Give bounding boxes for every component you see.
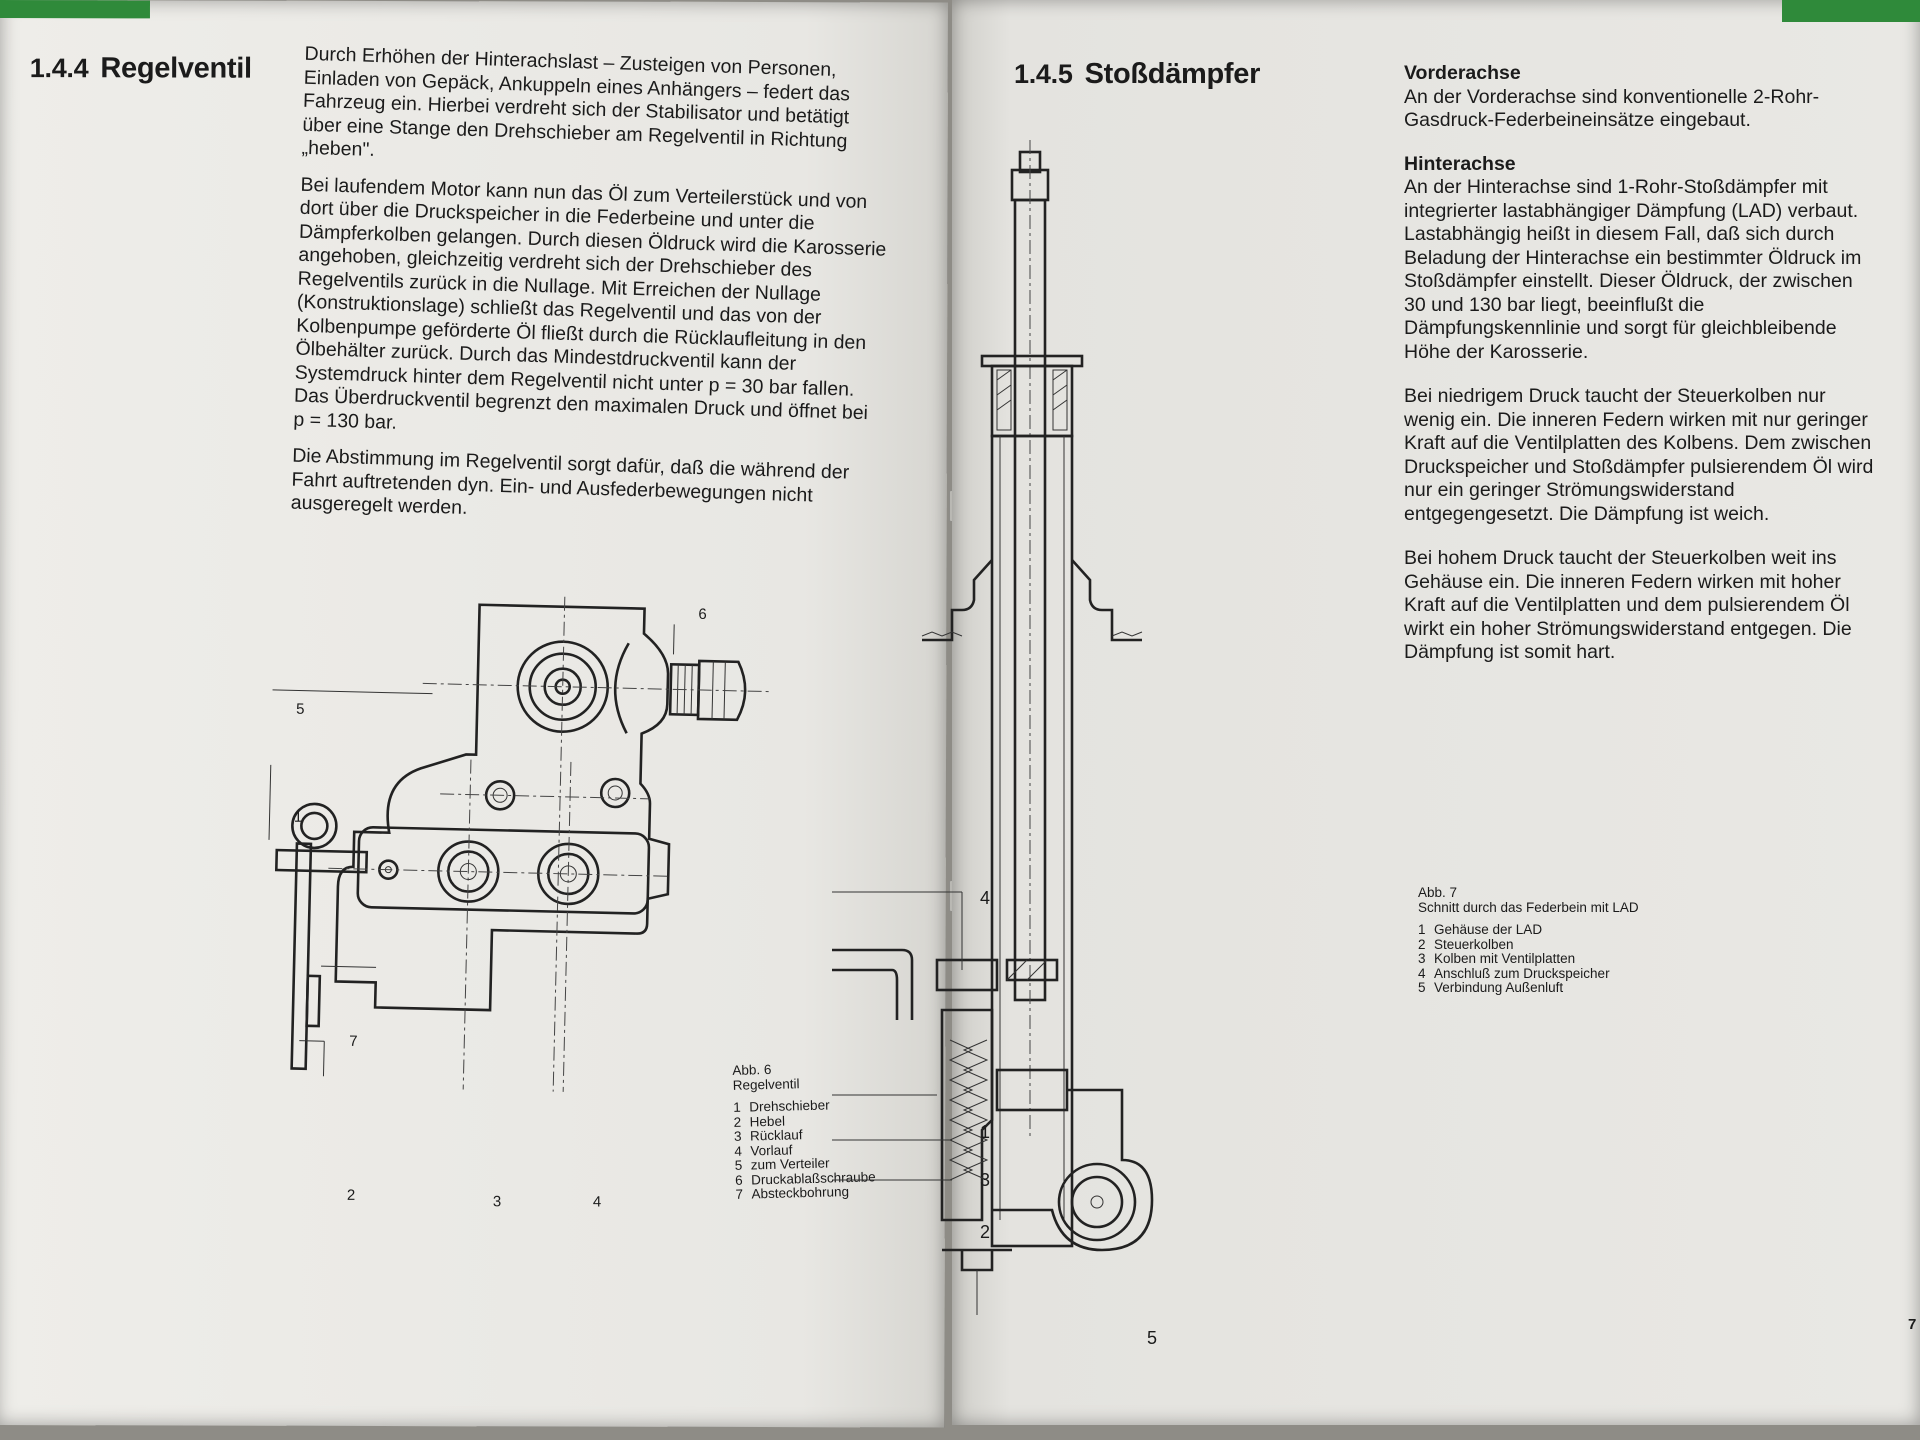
callout-5: 5 [296,700,305,718]
section-number: 1.4.4 [29,53,89,84]
callout-3: 3 [492,1193,502,1211]
section-title: Regelventil [100,52,252,85]
figure-label: Abb. 7 [1418,885,1458,900]
figure-title: Schnitt durch das Federbein mit LAD [1418,899,1639,915]
text-block: Bei niedrigem Druck taucht der Steuerkol… [1404,385,1874,525]
callout-1: 1 [293,808,303,826]
text-block: Lastabhängig heißt in diesem Fall, daß s… [1404,223,1862,363]
section-number: 1.4.5 [1014,59,1073,89]
callout-6: 6 [698,605,707,623]
callout-5: 5 [1147,1328,1158,1348]
callout-2: 2 [980,1222,991,1242]
section-heading-regelventil: 1.4.4 Regelventil [30,52,252,86]
green-strip [1782,0,1920,22]
section-heading-stossdaempfer: 1.4.5 Stoßdämpfer [1014,58,1260,91]
shock-absorber-drawing [832,140,1154,1315]
figure-title: Regelventil [732,1075,800,1093]
paragraph: Bei laufendem Motor kann nun das Öl zum … [293,173,887,434]
paragraph: Die Abstimmung im Regelventil sorgt dafü… [290,444,850,519]
section-title: Stoßdämpfer [1084,58,1261,90]
callout-7: 7 [349,1032,358,1050]
text-block: Bei hohem Druck taucht der Steuerkolben … [1404,547,1852,663]
callout-2: 2 [346,1186,356,1204]
paragraph: Durch Erhöhen der Hinterachslast – Zuste… [301,42,851,161]
page-number: 7 [1908,1316,1917,1333]
figure-caption-abb7: Abb. 7 Schnitt durch das Federbein mit L… [1418,885,1639,996]
body-text-regelventil: Durch Erhöhen der Hinterachslast – Zuste… [290,43,895,546]
callout-4: 4 [592,1193,602,1211]
callout-4: 4 [980,888,991,908]
green-strip [0,0,150,19]
callout-1: 1 [980,1122,991,1142]
regelventil-drawing [268,596,773,1092]
callout-3: 3 [980,1170,991,1190]
